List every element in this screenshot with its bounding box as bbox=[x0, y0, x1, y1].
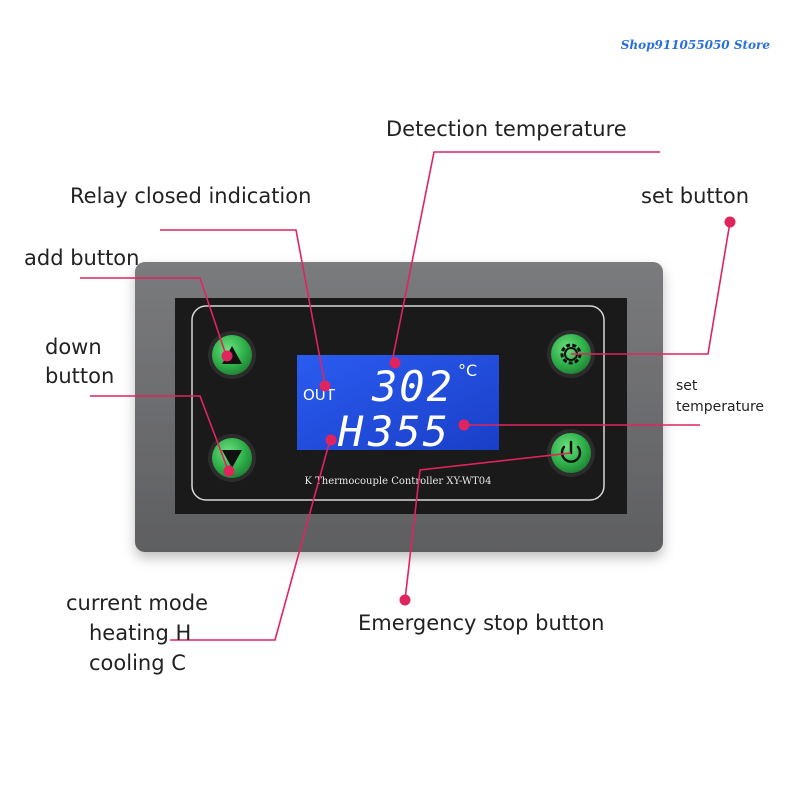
leader-down-button bbox=[90, 395, 229, 471]
dot-emergency-stop bbox=[399, 594, 411, 606]
dot-relay-closed bbox=[319, 380, 331, 392]
annotation-dots bbox=[221, 216, 736, 606]
panel-outline bbox=[191, 305, 605, 501]
dot-current-mode bbox=[325, 434, 337, 446]
lcd-screen bbox=[297, 355, 499, 450]
triangle-down-icon bbox=[222, 450, 242, 468]
label-mode-line3: cooling C bbox=[89, 651, 186, 675]
label-mode-line2: heating H bbox=[89, 621, 192, 645]
annotation-lines bbox=[80, 151, 731, 641]
dot-set-temperature bbox=[458, 419, 470, 431]
model-text: K Thermocouple Controller XY-WT04 bbox=[304, 476, 491, 487]
leader-current-mode bbox=[170, 439, 331, 641]
label-set-temp-line2: temperature bbox=[676, 399, 764, 415]
label-detection-temperature: Detection temperature bbox=[386, 117, 627, 141]
label-add-button: add button bbox=[24, 246, 140, 270]
label-emergency-stop: Emergency stop button bbox=[358, 611, 605, 635]
leader-detection-temperature bbox=[391, 151, 660, 363]
leader-set-button bbox=[571, 221, 731, 355]
lcd-out-text: OUT bbox=[303, 386, 336, 404]
dot-down-button bbox=[223, 465, 235, 477]
store-watermark: Shop911055050 Store bbox=[620, 38, 770, 52]
label-set-temp-line1: set bbox=[676, 378, 698, 394]
power-icon bbox=[560, 440, 582, 463]
dot-add-button bbox=[221, 350, 233, 362]
leader-relay-closed bbox=[160, 229, 326, 386]
label-set-button: set button bbox=[641, 184, 750, 208]
label-down-line2: button bbox=[45, 364, 115, 388]
lcd-current-temp: 302 bbox=[371, 362, 454, 411]
lcd-set-temp: 355 bbox=[367, 407, 450, 456]
dot-detection-temperature bbox=[389, 357, 401, 369]
lcd-unit: °C bbox=[458, 361, 477, 380]
label-mode-line1: current mode bbox=[66, 591, 208, 615]
down-button bbox=[208, 434, 256, 482]
leader-emergency-stop bbox=[404, 452, 572, 601]
label-relay-closed: Relay closed indication bbox=[70, 184, 312, 208]
dot-set-button bbox=[724, 216, 736, 228]
leader-add-button bbox=[80, 277, 227, 356]
lcd-mode: H bbox=[337, 407, 364, 456]
label-down-line1: down bbox=[45, 335, 102, 359]
